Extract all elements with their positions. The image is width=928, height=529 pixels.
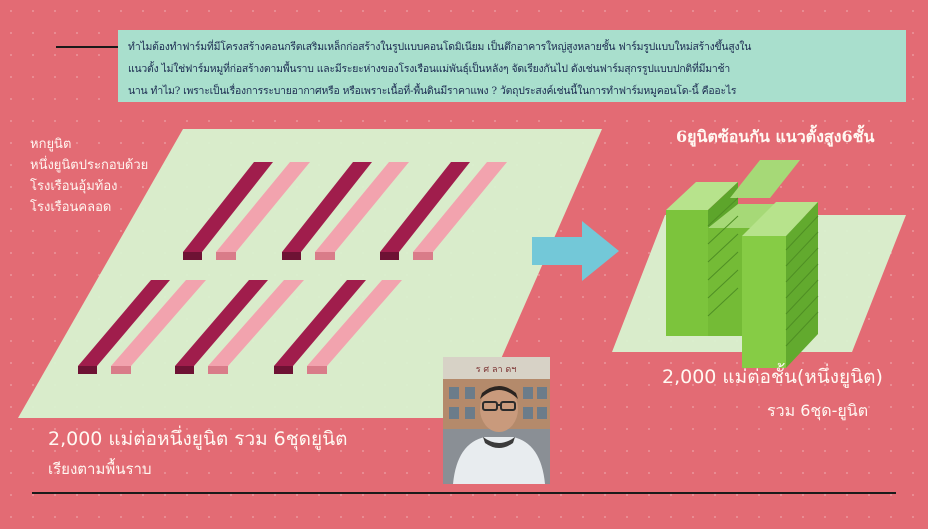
bar-farrowing-side	[413, 252, 433, 260]
bar-gestation-side	[175, 366, 194, 374]
flat-capacity-text: 2,000 แม่ต่อหนึ่งยูนิต รวม 6ชุดยูนิต เรี…	[48, 424, 468, 484]
vertical-capacity-text: 2,000 แม่ต่อชั้น(หนึ่งยูนิต) รวม 6ชุด-ยู…	[662, 360, 912, 428]
right-title: 6ยูนิตซ้อนกัน แนวตั้งสูง6ชั้น	[676, 125, 916, 150]
tower-back-top	[730, 160, 800, 198]
left-label-line-1: หกยูนิต	[30, 134, 180, 155]
left-unit-label: หกยูนิต หนึ่งยูนิตประกอบด้วย โรงเรือนอุ้…	[30, 134, 180, 218]
flat-capacity-line-1: 2,000 แม่ต่อหนึ่งยูนิต รวม 6ชุดยูนิต	[48, 424, 468, 454]
bar-gestation-side	[274, 366, 293, 374]
bar-farrowing-side	[208, 366, 228, 374]
tower-right-front	[742, 236, 786, 368]
vertical-capacity-line-2: รวม 6ชุด-ยูนิต	[662, 394, 912, 428]
photo-sign-text: ร ศ ลา ดฯ	[476, 365, 517, 375]
bar-gestation-side	[183, 252, 202, 260]
bar-farrowing-side	[216, 252, 236, 260]
bar-gestation-side	[282, 252, 301, 260]
tower-left-front	[666, 210, 708, 336]
left-label-line-2: หนึ่งยูนิตประกอบด้วย	[30, 155, 180, 176]
left-label-line-4: โรงเรือนคลอด	[30, 197, 180, 218]
bar-gestation-side	[78, 366, 97, 374]
flat-capacity-line-2: เรียงตามพื้นราบ	[48, 454, 468, 484]
left-label-line-3: โรงเรือนอุ้มท้อง	[30, 176, 180, 197]
bottom-rule	[32, 492, 896, 494]
bar-farrowing-side	[307, 366, 327, 374]
vertical-capacity-line-1: 2,000 แม่ต่อชั้น(หนึ่งยูนิต)	[662, 360, 912, 394]
bar-farrowing-side	[315, 252, 335, 260]
bar-gestation-side	[380, 252, 399, 260]
bar-farrowing-side	[111, 366, 131, 374]
